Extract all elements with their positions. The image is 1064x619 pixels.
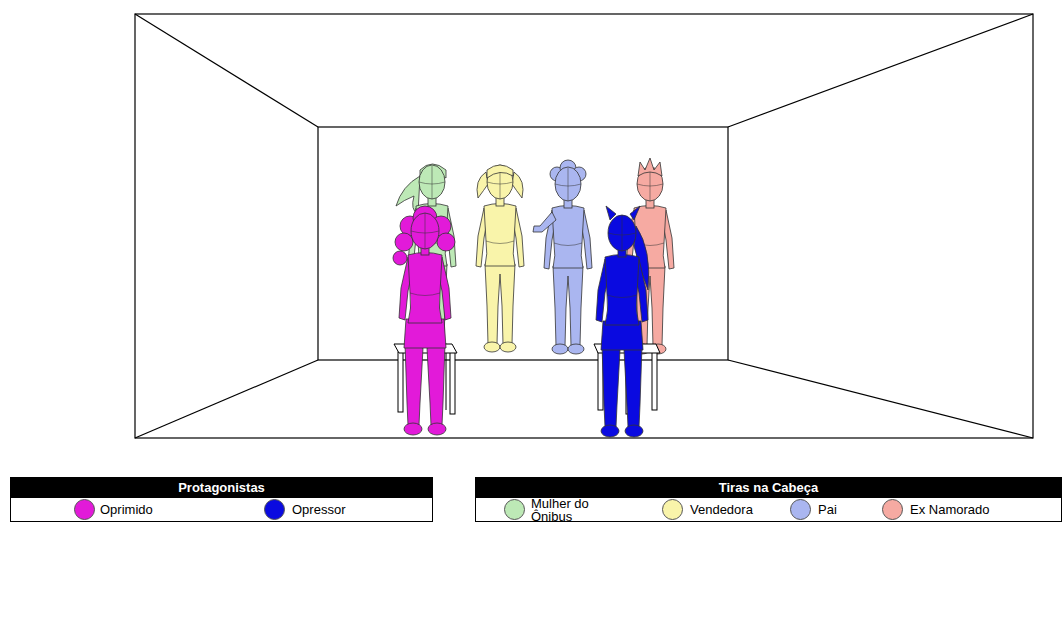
legend-swatch xyxy=(504,499,525,520)
room-edge xyxy=(728,14,1033,127)
chair xyxy=(446,352,447,410)
room-edge xyxy=(135,14,318,127)
legend-label: Opressor xyxy=(292,503,392,516)
figure-magenta xyxy=(395,233,413,251)
figure-yellow xyxy=(476,165,524,352)
figure-magenta xyxy=(393,206,455,435)
figure-hair xyxy=(487,165,513,178)
legend-label: Mulher do Ônibus xyxy=(531,497,603,523)
figure-body xyxy=(399,213,451,435)
chair xyxy=(394,344,457,414)
legend-label: Ex Namorado xyxy=(910,503,1020,516)
legend-swatch xyxy=(790,499,811,520)
chair xyxy=(652,352,657,410)
legend-label: Pai xyxy=(818,503,878,516)
figure-light-blue xyxy=(533,160,592,354)
figure-hand xyxy=(533,212,556,232)
room-back-wall xyxy=(318,127,728,360)
chair xyxy=(450,352,455,414)
figure-hair xyxy=(638,158,662,176)
legend-label: Vendedora xyxy=(690,503,790,516)
figure-blue xyxy=(630,206,640,220)
figure-blue xyxy=(596,206,649,437)
chair xyxy=(398,352,403,412)
room-outer xyxy=(135,14,1033,438)
panel-heading: Tiras na Cabeça xyxy=(476,478,1061,498)
legend-label: Oprimido xyxy=(100,503,200,516)
room-edge xyxy=(728,360,1033,438)
figure-magenta xyxy=(393,251,407,265)
figure-magenta xyxy=(437,233,455,251)
legend-panel: Protagonistas xyxy=(10,477,433,522)
legend-swatch xyxy=(662,499,683,520)
legend-swatch xyxy=(882,499,903,520)
figure-body xyxy=(544,167,592,354)
panel-heading: Protagonistas xyxy=(11,478,432,498)
figure-body xyxy=(476,165,524,352)
room-walls xyxy=(135,14,1033,438)
room-edge xyxy=(135,360,318,438)
legend-swatch xyxy=(264,499,285,520)
figure-hair xyxy=(477,172,488,198)
legend-swatch xyxy=(74,499,95,520)
figure-hair xyxy=(512,172,523,198)
figure-body xyxy=(596,215,648,437)
